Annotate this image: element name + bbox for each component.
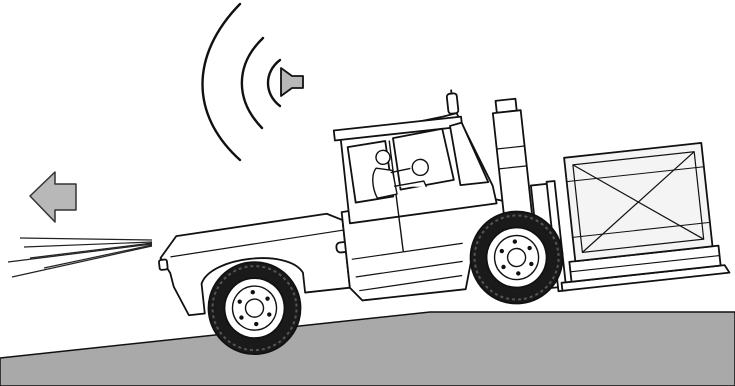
crate bbox=[564, 143, 712, 261]
light-beam-icon bbox=[8, 238, 152, 277]
speaker-icon bbox=[281, 68, 303, 96]
ramp-ground bbox=[0, 312, 735, 386]
direction-arrow-icon bbox=[30, 172, 76, 222]
sound-waves-icon bbox=[203, 4, 281, 160]
rear-lamp bbox=[159, 259, 168, 270]
beacon-light bbox=[446, 89, 459, 114]
